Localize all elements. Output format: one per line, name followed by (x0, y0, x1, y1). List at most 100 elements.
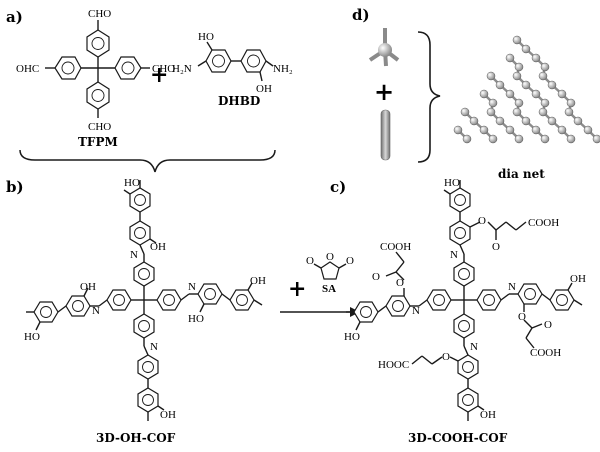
dia-net-node (547, 80, 557, 90)
cooh-cof-hooc-down: HOOC (378, 359, 409, 371)
cooh-cof-n-left: N (412, 305, 420, 317)
dia-net-node (557, 89, 567, 99)
cooh-cof-o-carbonyl-left: O (372, 271, 380, 283)
tetrahedral-node-icon (368, 28, 400, 67)
sa-o-left: O (306, 255, 314, 267)
dia-net-structure (453, 35, 600, 144)
cooh-cof-cooh-up: COOH (528, 217, 559, 229)
oh-cof-oh-left: OH (80, 281, 96, 293)
cooh-cof-o-ester-left: O (396, 277, 404, 289)
dia-net-node (469, 116, 479, 126)
oh-cof-n-down: N (150, 341, 158, 353)
dia-net-node (488, 98, 498, 108)
cooh-cof-n-down: N (470, 341, 478, 353)
dia-net-node (488, 134, 498, 144)
oh-cof-n-left: N (92, 305, 100, 317)
tfpm-structure (45, 20, 150, 118)
cooh-cof-oh-farright: OH (570, 273, 586, 285)
panel-d-brace (417, 31, 441, 163)
dia-net-node (592, 134, 600, 144)
dia-net-node (486, 107, 496, 117)
cooh-cof-structure (346, 180, 583, 421)
dia-net-node (540, 134, 550, 144)
plus-sa: + (288, 276, 306, 302)
dia-net-node (547, 116, 557, 126)
tfpm-ohc-left: OHC (16, 63, 39, 75)
panel-c-label: c) (330, 178, 346, 196)
dia-net-node (538, 71, 548, 81)
dia-net-node (512, 35, 522, 45)
dia-net-node (557, 125, 567, 135)
dia-net-label: dia net (498, 167, 545, 181)
dia-net-node (505, 125, 515, 135)
dia-net-node (512, 107, 522, 117)
cooh-cof-cooh-left: COOH (380, 241, 411, 253)
dia-net-node (462, 134, 472, 144)
panel-b-label: b) (6, 178, 24, 196)
dia-net-node (566, 98, 576, 108)
dia-net-node (505, 89, 515, 99)
oh-cof-oh-down: OH (160, 409, 176, 421)
dia-net-node (531, 125, 541, 135)
succinic-anhydride-structure (313, 261, 347, 280)
dia-net-node (566, 134, 576, 144)
tfpm-cho-right: CHO (152, 63, 175, 75)
cooh-cof-o-ester-right: O (518, 311, 526, 323)
dia-net-node (521, 116, 531, 126)
dia-net-node (460, 107, 470, 117)
sa-o-ring: O (326, 251, 334, 263)
plus-d: + (374, 77, 394, 106)
dia-net-node (573, 116, 583, 126)
dia-net-node (540, 62, 550, 72)
cooh-cof-cooh-right: COOH (530, 347, 561, 359)
dia-net-node (495, 116, 505, 126)
dia-net-node (486, 71, 496, 81)
cooh-cof-n-right: N (508, 281, 516, 293)
dia-net-node (531, 53, 541, 63)
dia-net-node (531, 89, 541, 99)
dhbd-structure (197, 41, 274, 82)
tfpm-label: TFPM (78, 135, 118, 149)
linker-rod-icon (380, 109, 391, 161)
dia-net-node (540, 98, 550, 108)
dia-net-node (564, 107, 574, 117)
oh-cof-label: 3D-OH-COF (96, 431, 176, 445)
cooh-cof-o-carbonyl-right: O (544, 319, 552, 331)
cooh-cof-oh-down: OH (480, 409, 496, 421)
cooh-cof-n-up: N (450, 249, 458, 261)
oh-cof-ho-top: HO (124, 177, 140, 189)
cooh-cof-label: 3D-COOH-COF (408, 431, 508, 445)
cooh-cof-ho-top: HO (444, 177, 460, 189)
oh-cof-ho-right: HO (188, 313, 204, 325)
oh-cof-oh-up: OH (150, 241, 166, 253)
oh-cof-ho-left: HO (24, 331, 40, 343)
dia-net-node (538, 107, 548, 117)
sa-label: SA (322, 283, 336, 295)
dia-net-node (453, 125, 463, 135)
sa-o-right: O (346, 255, 354, 267)
panel-a-label: a) (6, 8, 23, 26)
dhbd-h2n: H₂N (172, 63, 192, 75)
dia-net-node (495, 80, 505, 90)
panel-a-brace (19, 149, 276, 173)
oh-cof-structure (26, 180, 263, 421)
dia-net-node (521, 44, 531, 54)
dia-net-node (514, 62, 524, 72)
dia-net-node (514, 134, 524, 144)
dia-net-node (505, 53, 515, 63)
cooh-cof-o-carbonyl-up: O (492, 241, 500, 253)
oh-cof-oh-farright: OH (250, 275, 266, 287)
cooh-cof-o-ester-down: O (442, 351, 450, 363)
dhbd-nh2: NH₂ (273, 63, 293, 75)
dia-net-node (479, 89, 489, 99)
cooh-cof-o-ester-up: O (478, 215, 486, 227)
plus-a: + (150, 62, 168, 88)
tfpm-cho-bottom: CHO (88, 121, 111, 133)
panel-d-label: d) (352, 6, 370, 24)
dia-net-node (512, 71, 522, 81)
dhbd-oh: OH (256, 83, 272, 95)
dia-net-node (514, 98, 524, 108)
dia-net-node (479, 125, 489, 135)
oh-cof-n-right: N (188, 281, 196, 293)
